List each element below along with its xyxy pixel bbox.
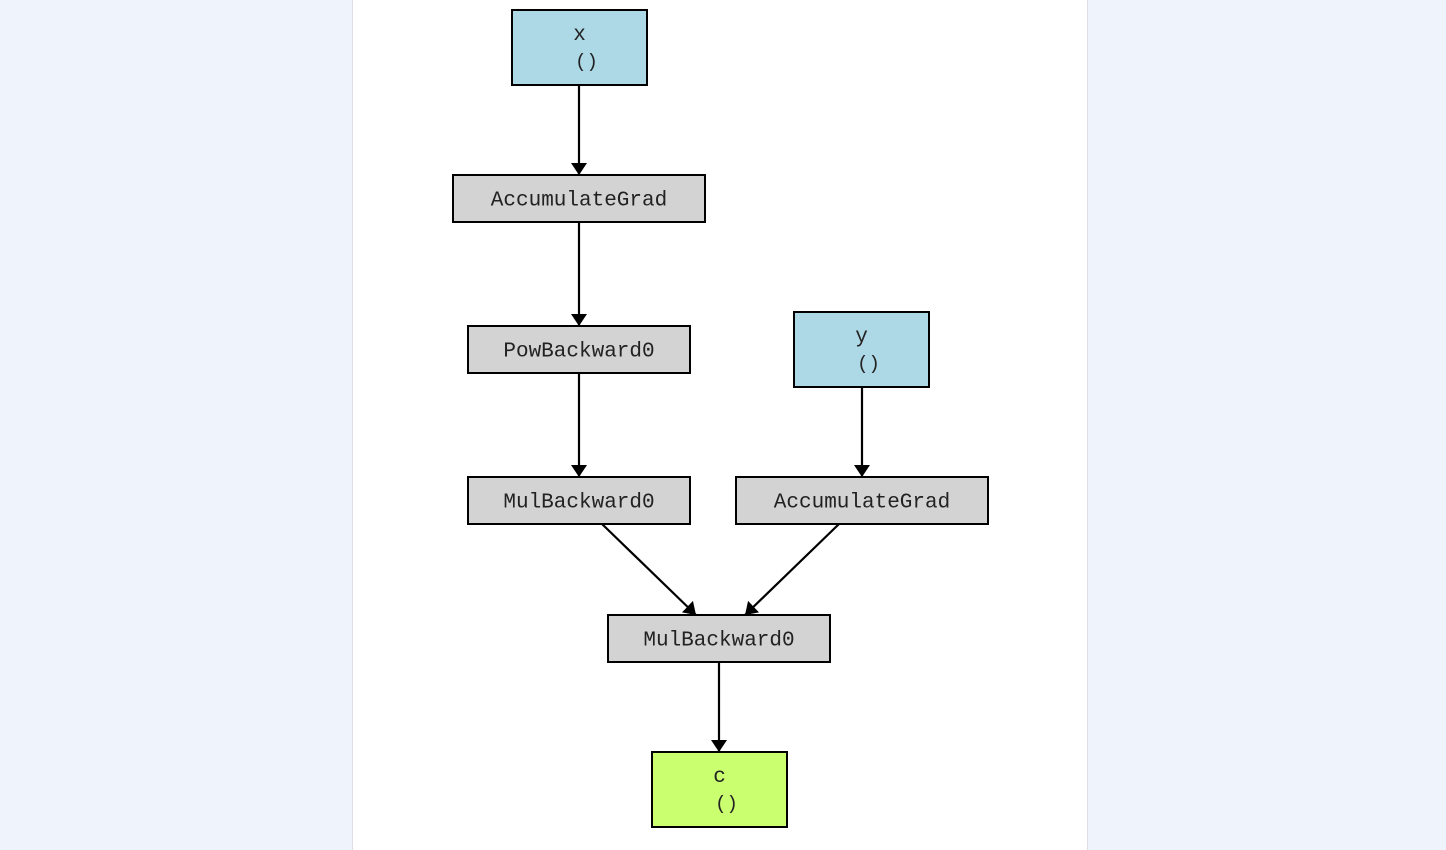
node-acc_x: AccumulateGrad: [452, 174, 706, 223]
node-sublabel-c: (): [715, 793, 738, 815]
computation-graph: x()AccumulateGradPowBackward0y()MulBackw…: [452, 9, 989, 828]
node-box-mul1: [467, 476, 691, 525]
node-label-acc_x: AccumulateGrad: [491, 190, 667, 213]
edge-mul1-to-mul2: [601, 523, 697, 616]
node-label-acc_y: AccumulateGrad: [774, 492, 950, 515]
node-sublabel-x: (): [575, 51, 598, 73]
node-mul2: MulBackward0: [607, 614, 831, 663]
node-label-c: c: [713, 766, 726, 789]
node-sublabel-y: (): [857, 353, 880, 375]
node-y: y (): [793, 311, 930, 388]
node-box-mul2: [607, 614, 831, 663]
node-mul1: MulBackward0: [467, 476, 691, 525]
node-label-pow: PowBackward0: [503, 341, 654, 364]
node-x: x (): [511, 9, 648, 86]
node-pow: PowBackward0: [467, 325, 691, 374]
node-box-acc_y: [735, 476, 989, 525]
node-box-c: [651, 751, 788, 828]
node-label-x: x: [573, 24, 586, 47]
node-label-mul2: MulBackward0: [643, 630, 794, 653]
node-c: c (): [651, 751, 788, 828]
node-acc_y: AccumulateGrad: [735, 476, 989, 525]
node-box-y: [793, 311, 930, 388]
node-box-x: [511, 9, 648, 86]
edge-acc_y-to-mul2: [744, 523, 840, 616]
node-box-pow: [467, 325, 691, 374]
node-box-acc_x: [452, 174, 706, 223]
node-label-y: y: [855, 326, 868, 349]
node-label-mul1: MulBackward0: [503, 492, 654, 515]
